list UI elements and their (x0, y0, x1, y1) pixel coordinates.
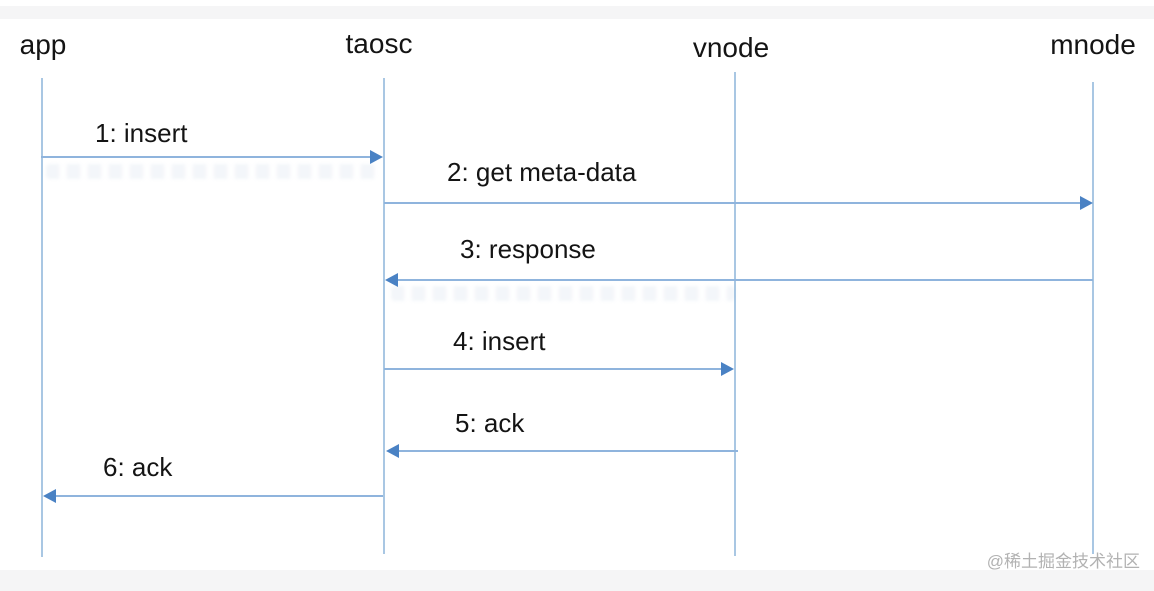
message-3-label: 3: response (460, 234, 596, 264)
message-5-label: 5: ack (455, 408, 525, 438)
ghost-artifact-2 (391, 286, 735, 301)
message-3-arrowhead-icon (385, 273, 398, 287)
lifeline-taosc (383, 78, 385, 554)
message-3-arrow-line (397, 279, 1093, 281)
lifeline-vnode (734, 72, 736, 556)
message-6-arrowhead-icon (43, 489, 56, 503)
message-4-label: 4: insert (453, 326, 546, 356)
top-background-band (0, 6, 1154, 19)
message-6-arrow-line (55, 495, 383, 497)
message-1-arrow-line (41, 156, 372, 158)
message-6-label: 6: ack (103, 452, 173, 482)
message-2-arrow-line (384, 202, 1081, 204)
message-5-arrow-line (398, 450, 738, 452)
participant-label-mnode: mnode (1050, 29, 1136, 60)
ghost-artifact-1 (46, 164, 378, 179)
message-4-arrow-line (384, 368, 722, 370)
participant-label-taosc: taosc (345, 28, 413, 59)
bottom-background-band (0, 570, 1154, 591)
message-1-label: 1: insert (95, 118, 188, 148)
message-4-arrowhead-icon (721, 362, 734, 376)
watermark-text: @稀土掘金技术社区 (986, 552, 1140, 571)
lifeline-mnode (1092, 82, 1094, 554)
message-1-arrowhead-icon (370, 150, 383, 164)
lifeline-app (41, 78, 43, 557)
message-5-arrowhead-icon (386, 444, 399, 458)
message-2-label: 2: get meta-data (447, 157, 637, 187)
message-2-arrowhead-icon (1080, 196, 1093, 210)
participant-label-app: app (19, 29, 67, 60)
participant-label-vnode: vnode (692, 32, 770, 63)
